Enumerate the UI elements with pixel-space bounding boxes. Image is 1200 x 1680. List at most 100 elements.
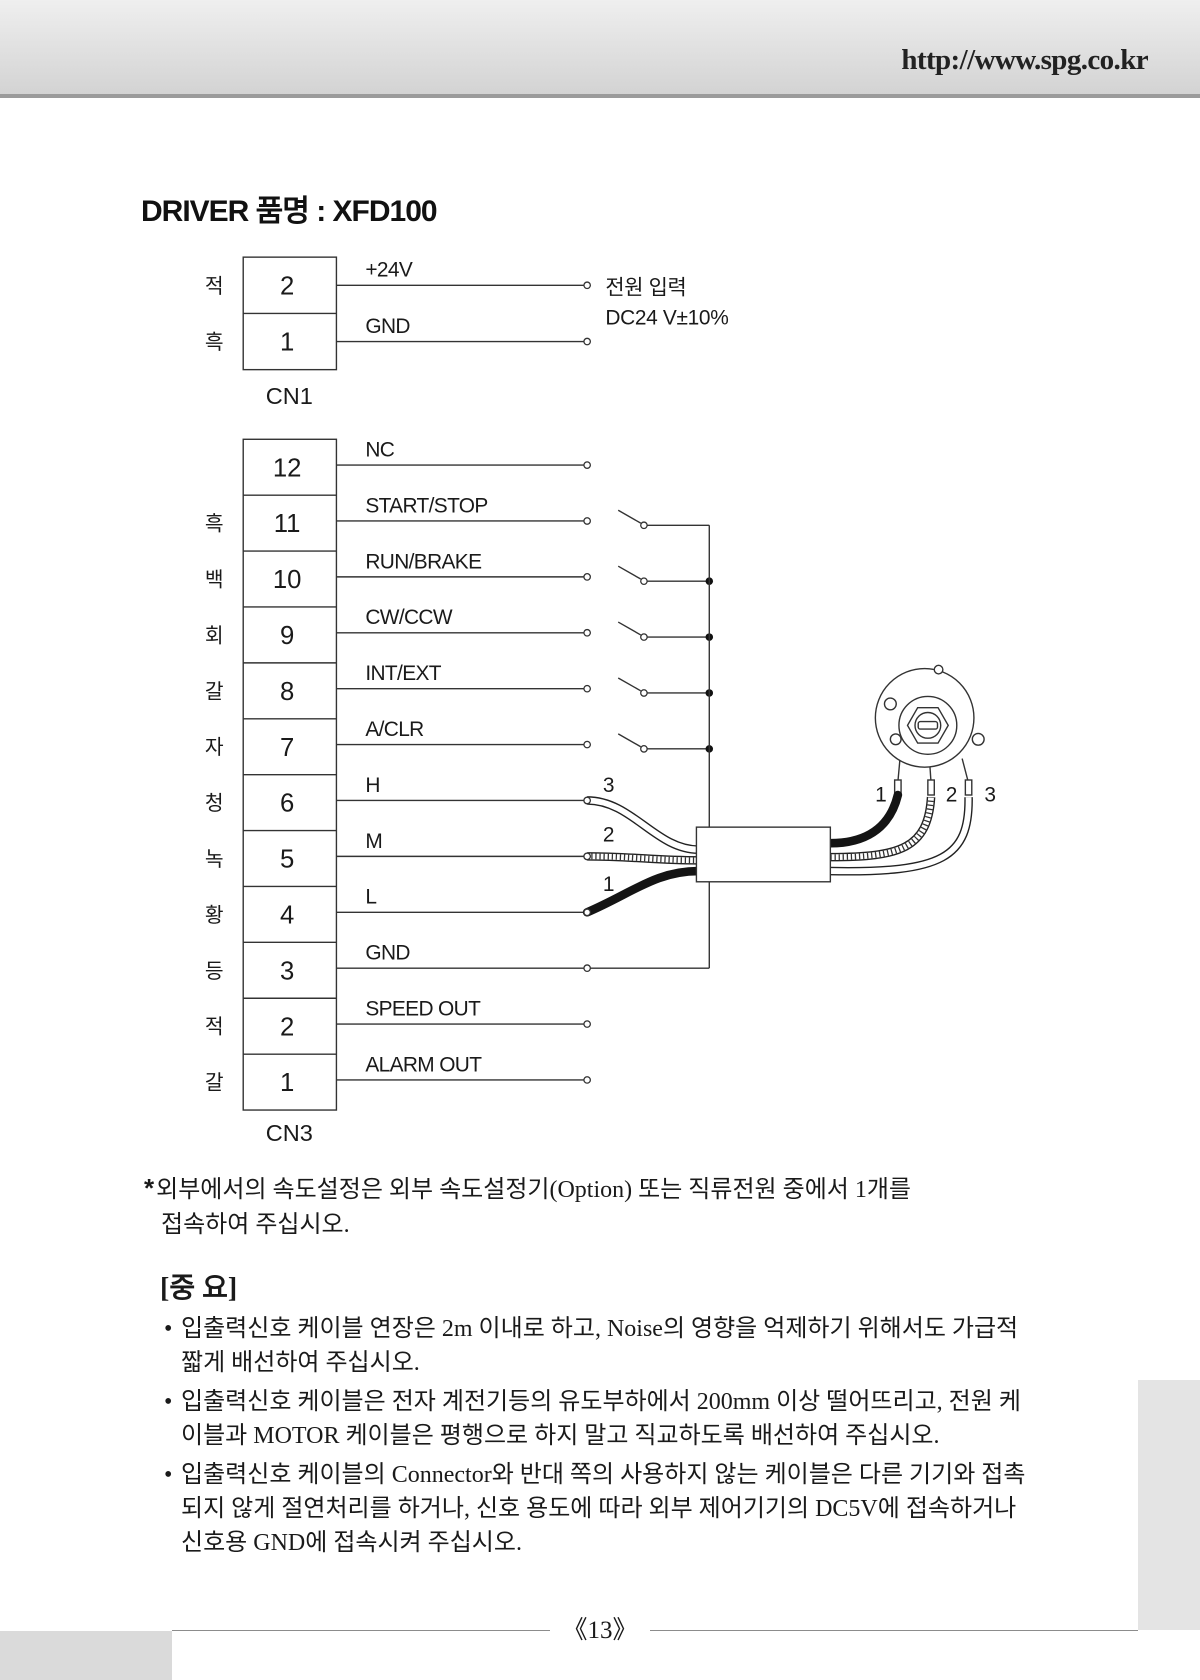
switch-blade	[617, 509, 642, 524]
footer-rule	[172, 1630, 1138, 1631]
speed-setting-note: *외부에서의 속도설정은 외부 속도설정기(Option) 또는 직류전원 중에…	[144, 1171, 1124, 1243]
mounting-hole	[889, 733, 902, 746]
cn3-wire-color-label: 회	[205, 624, 224, 647]
mounting-hole	[971, 732, 985, 746]
potentiometer-lug	[927, 779, 935, 796]
note-text: 외부에서의 속도설정은 외부 속도설정기(Option) 또는 직류전원 중에서…	[156, 1177, 912, 1203]
power-input-label: 전원 입력	[605, 277, 686, 300]
cn3-terminal-circle	[583, 684, 591, 693]
note-line: *외부에서의 속도설정은 외부 속도설정기(Option) 또는 직류전원 중에…	[144, 1171, 1124, 1208]
cn3-terminal-circle	[583, 1020, 591, 1028]
cn3-signal-label: NC	[365, 439, 394, 462]
important-list: • 입출력신호 케이블 연장은 2m 이내로 하고, Noise의 영향을 억제…	[164, 1312, 1126, 1565]
cn3-signal-label: START/STOP	[365, 494, 487, 517]
switch-blade	[617, 733, 642, 748]
cable-wire-number: 2	[603, 823, 614, 846]
bullet-icon: •	[164, 1462, 173, 1488]
cn3-signal-label: H	[365, 774, 379, 797]
list-item-line: 짧게 배선하여 주십시오.	[181, 1350, 420, 1376]
potentiometer-leg	[897, 758, 901, 783]
shaft-slot	[917, 720, 939, 730]
note-line: 접속하여 주십시오.	[144, 1208, 1124, 1243]
cn3-wire-color-label: 적	[205, 1016, 224, 1039]
cn3-terminal-circle	[583, 461, 591, 469]
switch-blade	[617, 677, 642, 692]
cn3-signal-label: M	[365, 830, 382, 853]
asterisk-mark: *	[144, 1173, 155, 1203]
cn3-pin-number: 11	[274, 510, 301, 538]
cable-wire-3-core	[587, 797, 699, 853]
cable-wire-2-pot-side-stripe	[830, 796, 934, 861]
potentiometer-leg	[961, 758, 970, 784]
cn3-name-label: CN3	[266, 1120, 313, 1146]
cn3-signal-label: RUN/BRAKE	[365, 550, 482, 573]
cable-junction-box	[695, 826, 832, 883]
cn3-pin-number: 2	[280, 1013, 294, 1041]
list-item-line: 입출력신호 케이블 연장은 2m 이내로 하고, Noise의 영향을 억제하기…	[181, 1316, 1019, 1342]
cn3-signal-label: A/CLR	[365, 718, 424, 741]
cn1-name-label: CN1	[266, 383, 313, 409]
switch-contact	[640, 521, 648, 530]
cn3-signal-label: SPEED OUT	[365, 997, 481, 1020]
cable-end	[583, 908, 591, 917]
cn3-signal-label: ALARM OUT	[365, 1053, 482, 1076]
cn3-signal-label: INT/EXT	[365, 662, 441, 685]
control-switches	[590, 509, 714, 969]
list-item-line: 이블과 MOTOR 케이블은 평행으로 하지 말고 직교하도록 배선하여 주십시…	[181, 1423, 940, 1449]
cn3-pin-number: 3	[280, 957, 294, 985]
cn3-wire-color-label: 갈	[205, 680, 224, 703]
cn1-wire-color-label: 흑	[205, 331, 224, 354]
switch-contact	[640, 689, 648, 697]
potentiometer-lug	[964, 779, 973, 796]
switch-blade	[617, 621, 642, 636]
switch-contact	[640, 633, 648, 641]
switch-blade	[617, 565, 642, 580]
page-title: DRIVER 품명 : XFD100	[141, 195, 438, 228]
page-header: http://www.spg.co.kr	[0, 0, 1200, 98]
list-item-line: 신호용 GND에 접속시켜 주십시오.	[181, 1530, 522, 1556]
potentiometer-terminal-number: 1	[875, 783, 886, 806]
mounting-hole	[883, 697, 897, 711]
cable-wire-3-pot-side-core	[830, 797, 972, 875]
list-item-line: 되지 않게 절연처리를 하거나, 신호 용도에 따라 외부 제어기기의 DC5V…	[181, 1496, 1017, 1522]
cn1-terminal-circle	[583, 281, 591, 290]
power-spec-label: DC24 V±10%	[605, 307, 728, 330]
cn3-pin-number: 9	[280, 622, 294, 650]
cn1-wire-color-label: 적	[205, 275, 224, 298]
switch-contact	[640, 577, 648, 586]
cn3-pin-number: 7	[280, 734, 294, 762]
cn3-wire-color-label: 자	[205, 736, 224, 759]
cn3-wire-color-label: 청	[205, 792, 224, 815]
potentiometer-terminal-number: 2	[946, 783, 957, 806]
cn3-terminal-circle	[583, 964, 591, 973]
cable-end	[583, 796, 591, 805]
cn3-signal-label: L	[365, 886, 376, 909]
cn3-terminal-circle	[583, 628, 591, 637]
cable-end	[583, 852, 591, 861]
cn3-terminal-circle	[583, 573, 591, 581]
cn3-wire-color-label: 녹	[205, 849, 224, 871]
switch-contact	[640, 745, 648, 753]
cn1-signal-label: GND	[365, 315, 410, 338]
cable-wire-1-pot-side	[826, 790, 903, 848]
cn3-wire-color-label: 등	[205, 961, 224, 983]
page-number: 《13》	[550, 1617, 650, 1644]
cable-wire-1	[582, 866, 703, 917]
cn3-wire-color-label: 흑	[205, 513, 224, 536]
cable-wire-2-stripe	[587, 853, 699, 864]
cn3-pin-number: 10	[273, 566, 302, 594]
cn3-pin-number: 12	[273, 454, 302, 482]
website-url: http://www.spg.co.kr	[901, 44, 1148, 76]
cn3-pin-number: 4	[280, 902, 294, 930]
cable-wire-number: 1	[603, 873, 614, 896]
cn3-signal-label: CW/CCW	[365, 606, 453, 629]
potentiometer-cable: 321	[582, 774, 973, 917]
cn3-pin-number: 1	[280, 1069, 294, 1097]
page-number-wrapper: 《13》	[0, 1615, 1200, 1650]
mounting-hole	[933, 664, 944, 675]
bullet-icon: •	[164, 1389, 173, 1415]
list-item-line: 입출력신호 케이블은 전자 계전기등의 유도부하에서 200mm 이상 떨어뜨리…	[181, 1389, 1021, 1415]
